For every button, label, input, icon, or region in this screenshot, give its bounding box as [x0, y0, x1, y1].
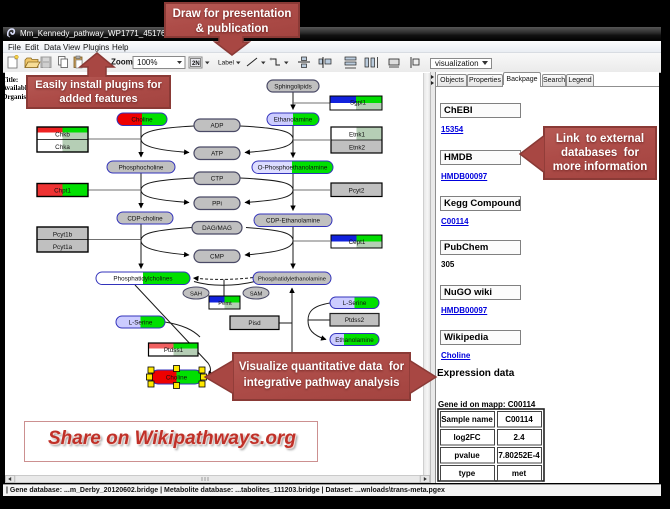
svg-text:Sphingolipids: Sphingolipids: [274, 84, 311, 91]
svg-text:C00114: C00114: [505, 415, 533, 424]
svg-text:Ptdss1: Ptdss1: [164, 347, 184, 354]
svg-text:Chpt1: Chpt1: [54, 188, 71, 195]
svg-text:100%: 100%: [137, 58, 157, 67]
svg-text:Pcyt1a: Pcyt1a: [53, 244, 73, 251]
svg-text:Phosphocholine: Phosphocholine: [119, 165, 164, 172]
svg-text:Zoom:: Zoom:: [111, 58, 135, 67]
svg-text:ATP: ATP: [211, 151, 223, 158]
svg-text:Pcyt2: Pcyt2: [349, 188, 365, 195]
svg-text:CMP: CMP: [210, 254, 224, 261]
svg-text:Choline: Choline: [166, 375, 188, 382]
svg-text:Chkb: Chkb: [55, 132, 70, 139]
svg-text:log2FC: log2FC: [453, 433, 480, 442]
svg-text:2N: 2N: [192, 61, 200, 67]
svg-text:Etnk2: Etnk2: [349, 145, 366, 152]
svg-text:CDP-Ethanolamine: CDP-Ethanolamine: [266, 218, 320, 225]
svg-text:7.80252E-4: 7.80252E-4: [498, 451, 540, 460]
svg-text:Ethanolamine: Ethanolamine: [335, 337, 374, 344]
svg-text:DAG/MAG: DAG/MAG: [202, 225, 232, 232]
svg-text:Choline: Choline: [131, 117, 153, 124]
svg-text:type: type: [459, 469, 476, 478]
svg-text:SAM: SAM: [250, 292, 263, 298]
svg-text:Ptdss2: Ptdss2: [345, 317, 365, 324]
svg-text:Phosphatidylethanolamine: Phosphatidylethanolamine: [258, 277, 326, 283]
svg-text:Pisd: Pisd: [248, 320, 261, 327]
svg-text:CDP-choline: CDP-choline: [127, 216, 163, 223]
svg-text:met: met: [512, 469, 527, 478]
svg-text:Sample name: Sample name: [441, 415, 493, 424]
svg-text:Pcyt1b: Pcyt1b: [53, 232, 73, 239]
svg-text:pvalue: pvalue: [454, 451, 480, 460]
svg-text:Label: Label: [218, 60, 234, 67]
svg-text:O-Phosphoethanolamine: O-Phosphoethanolamine: [258, 165, 328, 172]
svg-text:SAH: SAH: [190, 292, 202, 298]
svg-text:Pemt: Pemt: [218, 301, 232, 307]
svg-text:Cept1: Cept1: [349, 239, 366, 246]
svg-text:L-Serine: L-Serine: [129, 320, 153, 327]
svg-text:Ethanolamine: Ethanolamine: [274, 117, 313, 124]
svg-text:ADP: ADP: [211, 123, 224, 130]
svg-text:L-Serine: L-Serine: [343, 300, 367, 307]
svg-text:PPi: PPi: [212, 201, 222, 208]
svg-text:Etnk1: Etnk1: [349, 132, 366, 139]
svg-text:Phosphatidylcholines: Phosphatidylcholines: [113, 276, 172, 283]
svg-text:CTP: CTP: [211, 176, 224, 183]
svg-text:Sgpl1: Sgpl1: [350, 100, 367, 107]
svg-text:2.4: 2.4: [513, 433, 525, 442]
svg-text:Chka: Chka: [55, 144, 70, 151]
